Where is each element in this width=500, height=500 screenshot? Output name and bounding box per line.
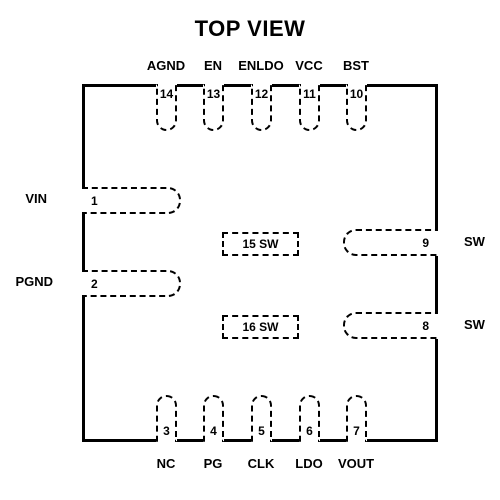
pin-pad-1: 1 [82,187,181,214]
pin-pad-8: 8 [343,312,438,339]
pin-label-pg: PG [203,456,223,471]
pin-number: 14 [159,87,174,101]
pin-label-vin: VIN [25,191,47,206]
pin-label-agnd: AGND [146,58,186,73]
pin-pad-4: 4 [203,395,224,442]
pin-label-en: EN [203,58,223,73]
pad-label: 16 SW [242,320,279,334]
pin-label-nc: NC [156,456,176,471]
pin-pad-12: 12 [251,84,272,131]
pin-label-sw-9: SW [464,234,485,249]
pin-label-ldo: LDO [295,456,323,471]
pin-number: 1 [91,194,98,208]
pin-number: 13 [206,87,221,101]
pin-pad-14: 14 [156,84,177,131]
pin-number: 11 [303,87,316,101]
pin-label-sw-8: SW [464,317,485,332]
pin-pad-2: 2 [82,270,181,297]
exposed-pad-16: 16 SW [222,315,299,339]
pin-number: 5 [258,424,265,438]
pin-pad-5: 5 [251,395,272,442]
package-outline [82,84,438,442]
diagram-title: TOP VIEW [194,16,306,41]
pin-number: 7 [353,424,360,438]
pin-pad-11: 11 [299,84,320,131]
pin-label-bst: BST [343,58,369,73]
pin-pad-6: 6 [299,395,320,442]
pin-label-vcc: VCC [295,58,323,73]
pin-pad-9: 9 [343,229,438,256]
exposed-pad-15: 15 SW [222,232,299,256]
pin-label-vout: VOUT [337,456,375,471]
pin-number: 12 [254,87,269,101]
pin-number: 9 [422,236,429,250]
pin-label-enldo: ENLDO [238,58,284,73]
pin-pad-10: 10 [346,84,367,131]
pin-number: 6 [306,424,313,438]
pin-number: 3 [163,424,170,438]
pin-label-clk: CLK [247,456,275,471]
pin-number: 10 [349,87,364,101]
pin-number: 8 [422,319,429,333]
pin-pad-13: 13 [203,84,224,131]
pin-pad-3: 3 [156,395,177,442]
pin-pad-7: 7 [346,395,367,442]
pin-number: 4 [210,424,217,438]
pad-label: 15 SW [242,237,279,251]
pin-label-pgnd: PGND [15,274,53,289]
pin-number: 2 [91,277,98,291]
